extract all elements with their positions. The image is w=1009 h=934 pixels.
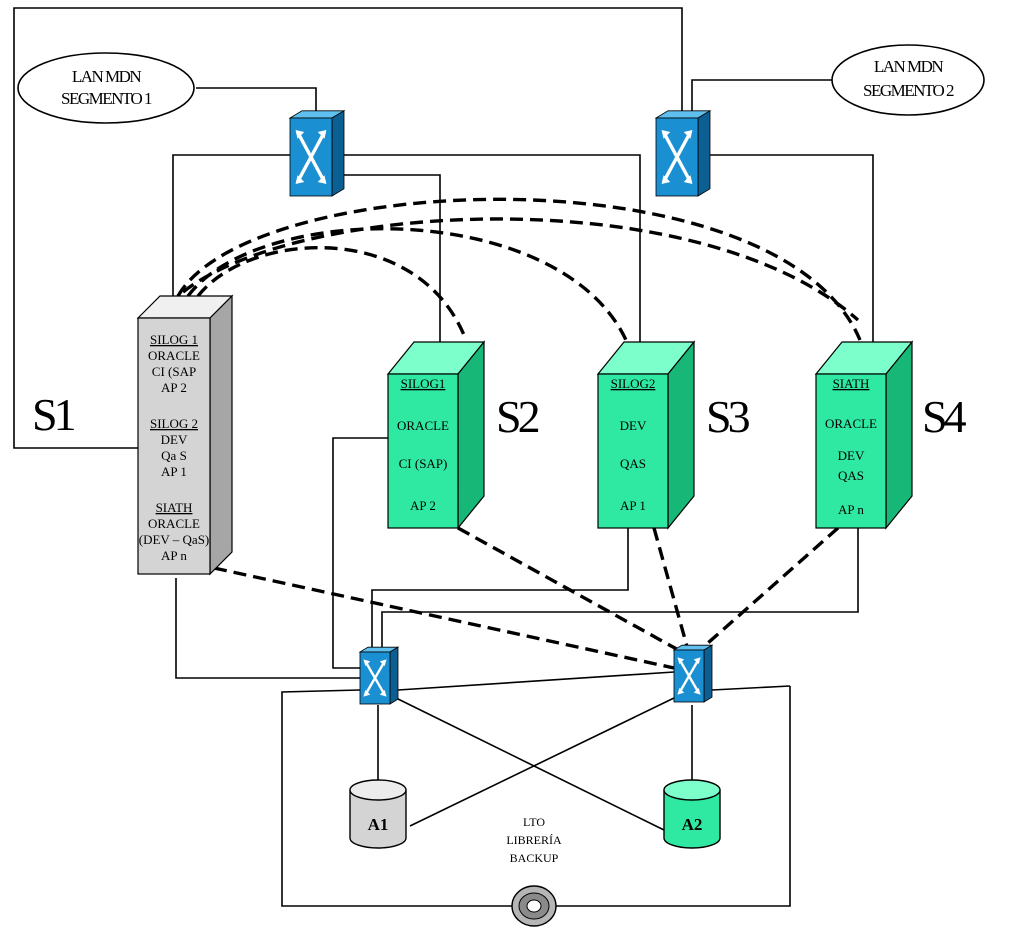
lto-backup-library: LTO LIBRERÍA BACKUP [506,815,562,927]
server-s2-label: S2 [496,391,539,442]
server-s4-line-5: AP n [838,502,864,517]
server-s1-line-12: AP n [161,548,187,563]
library-line2: LIBRERÍA [506,833,562,847]
server-s2-line-2: ORACLE [397,418,449,433]
san-switch-2 [672,644,714,703]
server-s4-labels: SIATH ORACLE DEV QAS AP n [825,376,877,517]
san-dashed-s2 [457,526,683,654]
heartbeat-s1-s4-b [181,217,860,322]
link-s1-sanswitch1 [175,578,360,679]
library-line3: BACKUP [510,851,559,865]
link-s2-sanswitch1 [332,437,388,669]
server-s1-line-9: SIATH [156,500,193,515]
heartbeat-s1-s4 [176,197,862,341]
library-line1: LTO [523,815,545,829]
server-s4-line-3: DEV [838,448,865,463]
server-s1-line-2: ORACLE [148,348,200,363]
lan-segment-1-line1: LAN MDN [72,67,142,86]
server-s1-line-10: ORACLE [148,516,200,531]
storage-a2: A2 [663,779,721,849]
lan-segment-2-line1: LAN MDN [874,57,944,76]
server-s3-line-1: SILOG2 [611,376,656,391]
link-cloud1-switch1 [196,87,317,118]
storage-a2-label: A2 [682,815,703,834]
solid-links [13,7,874,907]
server-s2-line-4: AP 2 [410,498,436,513]
lan-switch-2 [654,110,712,197]
server-s1-line-11: (DEV – QaS) [139,532,210,547]
switches [288,110,714,705]
switch-arrows-icon [677,657,701,695]
link-storage-loop-right [553,686,791,907]
link-s1-outer-loop [13,7,683,449]
switch-arrows-icon [295,130,327,184]
link-switch1-s2 [344,174,441,342]
san-dashed-s4 [698,526,840,652]
server-s3-body [597,373,669,529]
link-storage-loop [281,689,515,907]
server-s2-body [387,373,459,529]
link-switch2-s4 [708,154,874,342]
link-switch1-s3 [344,154,641,342]
server-s4-line-2: ORACLE [825,416,877,431]
server-s1-line-4: AP 2 [161,380,187,395]
storage-a1-label: A1 [368,815,389,834]
link-sanswitch1-a2 [395,697,665,831]
server-s4-line-1: SIATH [833,376,870,391]
lan-switch-1 [288,110,346,197]
lan-segment-1: LAN MDN SEGMENTO 1 [17,52,195,124]
server-s3-line-3: QAS [620,456,646,471]
dashed-links [176,197,862,670]
server-s1-body [137,317,211,575]
lan-segment-2-line2: SEGMENTO 2 [863,81,954,100]
server-s1-line-8: AP 1 [161,464,187,479]
link-s4-sanswitch1 [381,528,859,650]
server-s4-label: S4 [922,391,967,442]
storage-a1: A1 [349,779,407,849]
server-s4-body [815,373,887,529]
san-dashed-s3 [652,527,690,651]
link-switch1-s1 [172,154,290,296]
link-cloud2-switch2 [691,79,832,118]
san-switch-1 [358,646,400,705]
server-s1-label: S1 [32,389,75,440]
server-s4-line-4: QAS [838,468,864,483]
link-sanswitch2-right [711,685,791,691]
server-s3-line-4: AP 1 [620,498,646,513]
tape-icon [511,885,557,927]
heartbeat-s1-s3 [186,227,628,341]
lan-segment-2: LAN MDN SEGMENTO 2 [831,44,985,116]
san-dashed-s1 [213,566,675,670]
switch-arrows-icon [363,659,387,697]
link-sanswitch1-sanswitch2 [397,671,675,691]
server-s1-line-3: CI (SAP [152,364,196,379]
server-s1-line-6: DEV [161,432,188,447]
switch-arrows-icon [661,130,693,184]
server-s3-line-2: DEV [620,418,647,433]
server-s2-line-3: CI (SAP) [399,456,448,471]
server-s1-line-1: SILOG 1 [150,332,198,347]
link-sanswitch2-a1 [409,697,675,827]
server-s1-line-7: Qa S [161,448,187,463]
server-s1-line-5: SILOG 2 [150,416,198,431]
server-s2-line-1: SILOG1 [401,376,446,391]
server-s3-label: S3 [706,391,750,442]
server-s4: SIATH ORACLE DEV QAS AP n [814,340,914,530]
lan-segment-1-line2: SEGMENTO 1 [61,89,152,108]
link-s3-sanswitch1 [371,528,629,650]
heartbeat-s1-s2 [196,245,468,341]
